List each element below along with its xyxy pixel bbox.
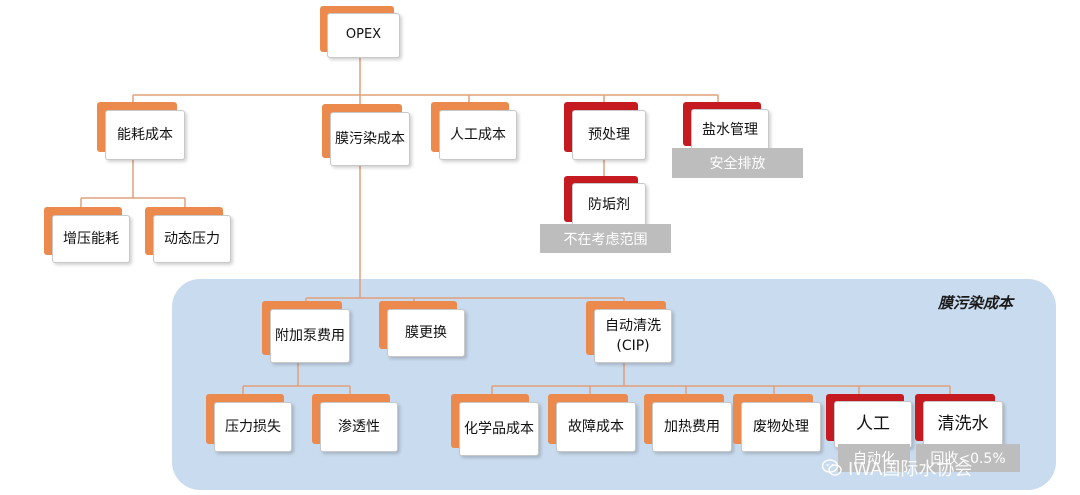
connector-opex: [132, 56, 719, 106]
wechat-icon: [822, 459, 842, 476]
node-fouling-cost: 膜污染成本: [322, 104, 410, 166]
watermark-text: IWA国际水协会: [848, 459, 973, 480]
connector-energy: [80, 158, 186, 209]
node-waste-disposal: 废物处理: [733, 394, 821, 452]
node-permeability: 渗透性: [312, 394, 398, 452]
node-extra-pump-cost: 附加泵费用: [262, 301, 350, 363]
node-opex: OPEX: [320, 6, 400, 58]
node-boost-energy: 增压能耗: [44, 207, 130, 263]
node-pressure-loss: 压力损失: [206, 394, 292, 452]
tag-recovery: 回收<0.5%: [916, 444, 1020, 472]
node-antiscalant: 防垢剂: [564, 176, 646, 228]
node-cip-cleaning: 自动清洗 (CIP): [586, 301, 674, 363]
watermark: IWA国际水协会: [822, 455, 972, 481]
node-failure-cost: 故障成本: [548, 394, 636, 452]
connector-pump: [242, 360, 351, 396]
node-cip-labor: 人工: [826, 394, 912, 448]
panel-title: 膜污染成本: [938, 294, 1014, 312]
tag-out-of-scope: 不在考虑范围: [540, 224, 671, 253]
tag-safe-discharge: 安全排放: [672, 148, 803, 178]
connector-fouling: [305, 162, 625, 303]
node-dynamic-pressure: 动态压力: [145, 207, 231, 263]
node-labor-cost: 人工成本: [431, 102, 517, 160]
node-energy-cost: 能耗成本: [97, 102, 185, 160]
connector-cip: [491, 360, 951, 396]
node-heating-cost: 加热费用: [644, 394, 732, 452]
node-pretreatment: 预处理: [564, 102, 646, 160]
node-brine-management: 盐水管理: [683, 102, 769, 152]
tag-automation: 自动化: [838, 444, 910, 472]
node-chemical-cost: 化学品成本: [451, 394, 539, 456]
node-wash-water: 清洗水: [915, 394, 1003, 448]
node-membrane-replacement: 膜更换: [379, 301, 465, 357]
